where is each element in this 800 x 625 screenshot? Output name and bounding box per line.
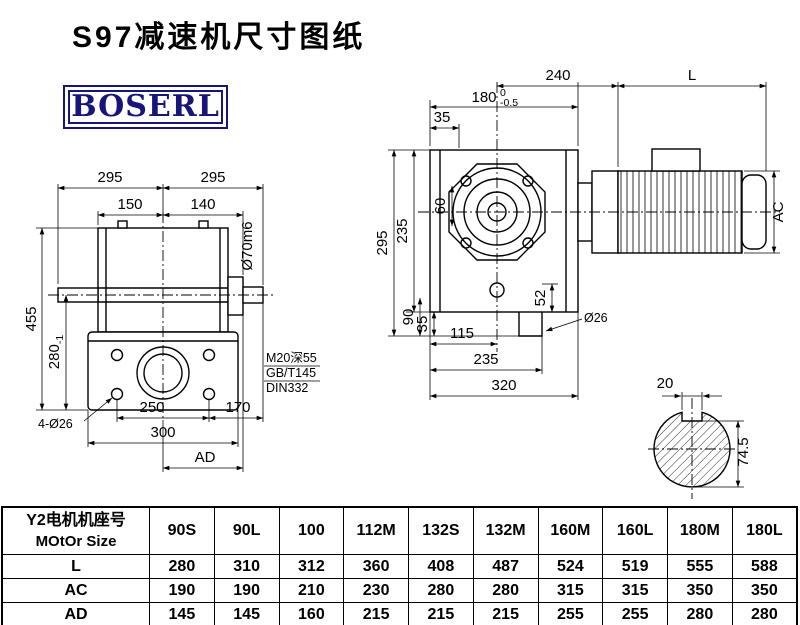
header-label-cn: Y2电机机座号 [26, 511, 126, 529]
table-cell: 255 [602, 602, 668, 625]
boserl-logo-text: BOSERL [71, 89, 220, 124]
boserl-logo: BOSERL [63, 85, 228, 129]
column-header: 90L [213, 506, 280, 555]
key-depth-label: 74.5 [735, 437, 752, 466]
key-width-label: 20 [657, 375, 674, 392]
table-cell: 408 [408, 554, 474, 579]
table-cell: 215 [343, 602, 409, 625]
dim-320: 320 [491, 377, 516, 394]
table-cell: 315 [537, 578, 604, 603]
table-cell: 230 [343, 578, 409, 603]
dim-455: 455 [23, 306, 40, 331]
table-cell: 280 [731, 602, 798, 625]
table-cell: 190 [149, 578, 215, 603]
page-title: S97减速机尺寸图纸 [72, 21, 366, 54]
dim-AD: AD [195, 449, 216, 466]
dim-115: 115 [450, 325, 474, 342]
dia-26-label: Ø26 [584, 311, 608, 325]
dim-235-left: 235 [394, 218, 411, 243]
column-header: 90S [149, 506, 215, 555]
table-cell: 524 [537, 554, 604, 579]
column-header: 160M [537, 506, 604, 555]
column-header: 132M [472, 506, 539, 555]
dim-295-left: 295 [97, 169, 122, 186]
gearbox-side-view: 295 295 150 140 455 280-1 Ø70m6 250 1 [23, 169, 320, 472]
table-cell: 280 [149, 554, 215, 579]
dim-90: 90 [400, 309, 417, 326]
row-label: L [1, 554, 150, 579]
tap-note-2: GB/T145 [266, 366, 316, 380]
dim-280: 280-1 [46, 335, 66, 370]
table-cell: 280 [472, 578, 539, 603]
dim-170: 170 [225, 399, 250, 416]
table-cell: 350 [731, 578, 798, 603]
table-header-motor-size: Y2电机机座号 MOtOr Size [1, 506, 150, 555]
dim-L: L [688, 67, 696, 84]
column-header: 100 [278, 506, 345, 555]
dim-150: 150 [117, 196, 142, 213]
table-cell: 190 [213, 578, 280, 603]
column-header: 160L [602, 506, 668, 555]
table-cell: 145 [213, 602, 280, 625]
table-cell: 280 [667, 602, 733, 625]
table-cell: 588 [731, 554, 798, 579]
dim-295-right: 295 [200, 169, 225, 186]
table-cell: 360 [343, 554, 409, 579]
column-header: 180M [667, 506, 733, 555]
table-cell: 312 [278, 554, 345, 579]
dim-250: 250 [139, 399, 164, 416]
table-cell: 315 [602, 578, 668, 603]
dim-240: 240 [545, 67, 570, 84]
dim-295-front: 295 [374, 230, 391, 255]
dim-140: 140 [190, 196, 215, 213]
dim-35-top: 35 [434, 109, 451, 126]
dim-AC: AC [770, 201, 787, 222]
table-cell: 145 [149, 602, 215, 625]
dim-60: 60 [432, 198, 449, 215]
dim-35-bottom-left: 35 [414, 316, 431, 333]
table-cell: 215 [472, 602, 539, 625]
table-cell: 215 [408, 602, 474, 625]
row-label: AC [1, 578, 150, 603]
dim-52: 52 [532, 290, 549, 307]
dim-180-tol-upper: 0 [500, 87, 506, 99]
motor [577, 148, 767, 254]
tap-note-1: M20深55 [266, 351, 317, 365]
column-header: 180L [731, 506, 798, 555]
table-cell: 255 [537, 602, 604, 625]
dim-235-bottom: 235 [473, 351, 498, 368]
row-label: AD [1, 602, 150, 625]
table-cell: 280 [408, 578, 474, 603]
tap-note-3: DIN332 [266, 381, 308, 395]
bolt-note: 4-Ø26 [38, 417, 73, 431]
table-cell: 519 [602, 554, 668, 579]
shaft-dia-label: Ø70m6 [239, 221, 256, 270]
table-cell: 210 [278, 578, 345, 603]
table-cell: 310 [213, 554, 280, 579]
shaft-cross-section: 20 74.5 [648, 375, 752, 499]
table-cell: 555 [667, 554, 733, 579]
table-cell: 487 [472, 554, 539, 579]
header-label-en: MOtOr Size [35, 532, 117, 550]
column-header: 132S [408, 506, 474, 555]
table-cell: 350 [667, 578, 733, 603]
column-header: 112M [343, 506, 409, 555]
dim-180-tol-lower: -0.5 [500, 97, 518, 109]
dimension-drawing: 295 295 150 140 455 280-1 Ø70m6 250 1 [23, 67, 787, 499]
gearbox-front-view: L 240 180 0 -0.5 35 60 295 235 90 35 [374, 67, 787, 400]
dim-180: 180 [471, 89, 496, 106]
table-cell: 160 [278, 602, 345, 625]
